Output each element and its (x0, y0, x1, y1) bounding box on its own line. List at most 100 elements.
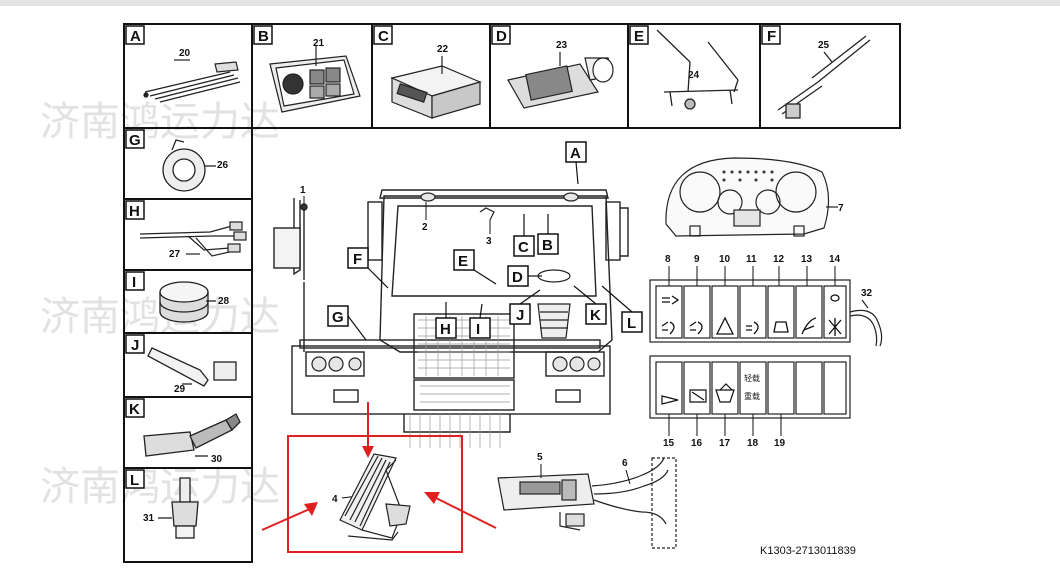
part-29-label: 29 (174, 384, 186, 395)
callout-11: 11 (746, 254, 757, 265)
switch-callouts: 8 9 10 11 12 13 14 15 16 17 18 19 32 (663, 254, 873, 449)
cab-tag-d: D (512, 269, 523, 286)
svg-text:A: A (570, 145, 581, 162)
frame-dividers (124, 24, 761, 469)
cab-grille (409, 316, 510, 448)
callout-18: 18 (747, 438, 759, 449)
ecu-harness-icon (497, 457, 677, 549)
callout-4: 4 (332, 494, 338, 505)
cab-tag-l: L (627, 315, 636, 332)
instrument-cluster-icon (665, 157, 838, 237)
diff-lock-icon (828, 318, 842, 336)
watermark-3: 济南鸿运力达 (40, 464, 280, 510)
callout-9: 9 (694, 254, 700, 265)
cab-tag-c: C (518, 239, 529, 256)
pedal-highlight (261, 402, 497, 553)
cab-headlights (311, 192, 601, 372)
callout-32: 32 (861, 288, 873, 299)
part-21-label: 21 (313, 38, 325, 49)
cab-leader-lines (347, 214, 633, 341)
part-22-label: 22 (437, 44, 449, 55)
cab-callouts: 1 2 3 4 (300, 185, 492, 505)
fog-light-small-icon (662, 295, 680, 305)
panel-f-letter: F (767, 28, 776, 45)
part-30-label: 30 (211, 454, 223, 465)
callout-13: 13 (801, 254, 813, 265)
panel-d-letter: D (496, 28, 507, 45)
part-27-label: 27 (169, 249, 181, 260)
callout-14: 14 (829, 254, 841, 265)
panel-k-letter: K (129, 401, 140, 418)
ecu-callout-lines (540, 464, 631, 485)
part-25-wiper-arm-icon (777, 35, 871, 119)
cab-letter-tags: F E C B D G H I J K L (327, 233, 643, 339)
part-28-label: 28 (218, 296, 230, 307)
rear-fog-icon (689, 321, 703, 335)
part-20-harness-icon (143, 59, 241, 103)
callout-3: 3 (486, 236, 492, 247)
callout-19: 19 (774, 438, 786, 449)
panel-b-letter: B (258, 28, 269, 45)
indicator-icon (830, 294, 840, 302)
part-21-switch-module-icon (269, 46, 361, 113)
part-23-label: 23 (556, 40, 568, 51)
part-24-wiper-motor-icon (656, 29, 739, 110)
switch-panel-bottom-icons (661, 383, 735, 405)
cab-tag-k: K (590, 307, 601, 324)
panel-a-letter: A (130, 28, 141, 45)
callout-15: 15 (663, 438, 675, 449)
frame (123, 23, 901, 563)
truck-cab (273, 189, 629, 433)
switch-panel-bottom (649, 355, 851, 419)
washer-icon (689, 389, 707, 403)
fog-light-icon (661, 321, 675, 335)
cab-tag-g: G (332, 309, 344, 326)
cab-interior (479, 207, 571, 339)
part-26-horn-icon (162, 139, 216, 192)
switch-callout-lines (668, 266, 836, 436)
part-20-label: 20 (179, 48, 191, 59)
switch-panel-top (649, 279, 851, 343)
headlight-icon (746, 321, 759, 335)
cab-tag-f: F (353, 251, 362, 268)
panel-c-letter: C (378, 28, 389, 45)
callout-12: 12 (773, 254, 785, 265)
callout-7: 7 (838, 203, 844, 214)
cab-tag-a: A (565, 141, 587, 185)
panel-h-letter: H (129, 203, 140, 220)
accelerator-pedal-icon (339, 453, 411, 541)
switch-panel-top-icons (661, 294, 842, 336)
panel-part-numbers: 20 21 22 23 24 25 26 27 28 29 30 31 (143, 38, 830, 524)
cab-tag-i: I (476, 321, 480, 338)
cab-tag-e: E (458, 253, 468, 270)
work-light-icon (801, 317, 817, 335)
top-bar (0, 0, 1060, 6)
callout-1: 1 (300, 185, 306, 196)
part-24-label: 24 (688, 70, 700, 81)
panel-g-letter: G (129, 132, 141, 149)
panel-j-letter: J (131, 337, 139, 354)
part-29-lever-icon (147, 347, 237, 387)
panel-letters: A B C D E F G H I J K L (125, 25, 781, 489)
cab-tag-h: H (440, 321, 451, 338)
callout-16: 16 (691, 438, 703, 449)
cab-tag-b: B (542, 237, 553, 254)
callout-17: 17 (719, 438, 731, 449)
windshield-icon (715, 383, 735, 403)
part-31-sensor-icon (158, 477, 199, 539)
switch-light-load-label: 轻载 (744, 373, 760, 383)
part-22-radio-unit-icon (390, 56, 482, 119)
callout-8: 8 (665, 254, 671, 265)
callout-2: 2 (422, 222, 428, 233)
part-28-cap-icon (159, 281, 216, 323)
hazard-icon (715, 316, 735, 335)
ecu-callouts: 5 6 (537, 452, 628, 469)
cab-tag-j: J (516, 307, 524, 324)
cab-tilt-icon (773, 321, 789, 333)
part-23-ignition-switch-icon (507, 52, 614, 109)
switch-heavy-load-label: 重载 (744, 391, 760, 401)
figure-code: K1303-2713011839 (760, 545, 856, 557)
part-26-label: 26 (217, 160, 229, 171)
callout-10: 10 (719, 254, 731, 265)
